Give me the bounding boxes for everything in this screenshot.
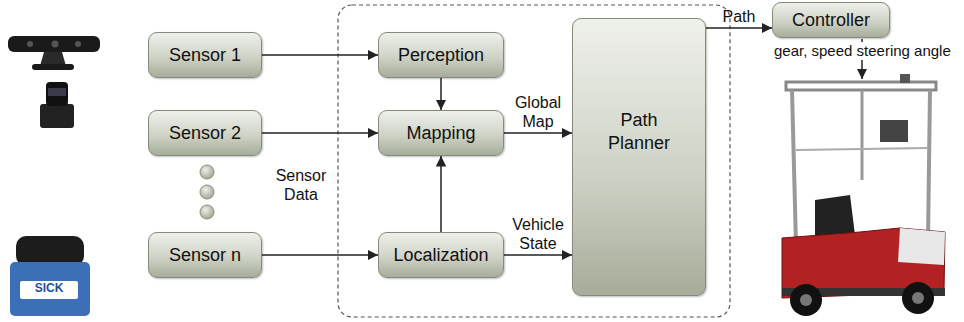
connector-arrow: [706, 27, 772, 29]
frame-post: [792, 90, 796, 245]
ellipsis-dot: [200, 205, 214, 219]
connector-arrow: [262, 54, 378, 56]
connector-arrow: [440, 78, 442, 110]
wheel-hub: [912, 292, 924, 304]
software-boundary: [338, 5, 730, 317]
process-box: Sensor n: [148, 232, 262, 278]
node-label: Path Planner: [597, 109, 681, 154]
lidar-window: [48, 88, 66, 96]
lidar-head: [46, 82, 68, 106]
logo-text: SICK: [20, 281, 78, 295]
edge-label: Vehicle State: [506, 215, 570, 253]
planner-box: Path Planner: [572, 18, 706, 296]
node-label: Localization: [393, 244, 488, 267]
hokuyo-lidar: [40, 82, 74, 128]
frame-post: [861, 90, 864, 180]
process-box: Sensor 2: [148, 110, 262, 156]
ellipsis-dots: [200, 165, 214, 219]
frame-bar: [796, 148, 928, 150]
node-label: Perception: [398, 44, 484, 67]
lidar-base: [40, 104, 74, 128]
process-box: Sensor 1: [148, 32, 262, 78]
process-box: Controller: [772, 2, 890, 38]
scanner-body: [10, 262, 90, 316]
sensor-mount: [880, 120, 908, 142]
seat: [815, 195, 855, 238]
kinect-foot: [32, 64, 74, 70]
edge-label: Path: [723, 7, 756, 26]
node-label: Sensor 1: [169, 44, 241, 67]
connector-arrow: [504, 254, 572, 256]
sick-scanner: [10, 236, 90, 316]
wheel: [790, 284, 822, 316]
kinect-lens: [75, 41, 81, 47]
connector-arrow: [262, 132, 378, 134]
cart-hood: [898, 228, 945, 265]
node-label: Sensor n: [169, 244, 241, 267]
signal-label: gear, speed steering angle: [772, 42, 953, 60]
kinect-bar: [8, 36, 100, 52]
annotation: Sensor Data: [268, 166, 334, 204]
wheel: [902, 282, 934, 314]
process-box: Localization: [378, 232, 504, 278]
kinect-lens: [27, 41, 33, 47]
connector-arrow: [504, 132, 572, 134]
node-label: Mapping: [406, 122, 475, 145]
scanner-window: [16, 236, 84, 266]
kinect-neck: [40, 52, 66, 66]
connector-arrow: [262, 254, 378, 256]
node-label: Controller: [792, 9, 870, 32]
edge-label: Global Map: [506, 93, 570, 131]
ellipsis-dot: [200, 185, 214, 199]
wheel-hub: [800, 294, 812, 306]
roof-rack: [786, 82, 936, 90]
frame-post: [928, 90, 930, 240]
roof-sensor: [900, 74, 910, 83]
process-box: Mapping: [378, 110, 504, 156]
kinect-sensor: [8, 36, 100, 70]
process-box: Perception: [378, 32, 504, 78]
connector-arrow: [440, 156, 442, 232]
vehicle-illustration: [782, 74, 945, 316]
kinect-lens: [52, 41, 59, 48]
node-label: Sensor 2: [169, 122, 241, 145]
scanner-logo-plate: [20, 281, 78, 299]
ellipsis-dot: [200, 165, 214, 179]
